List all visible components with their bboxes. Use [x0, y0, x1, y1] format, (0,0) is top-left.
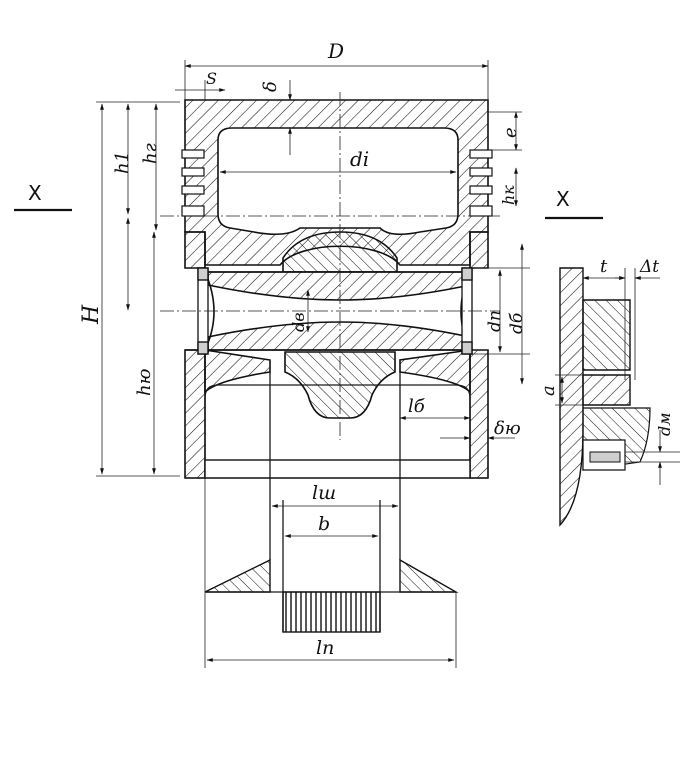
- label-e: e: [500, 127, 521, 138]
- section-x-marks: [14, 208, 603, 220]
- label-lp: lп: [316, 637, 334, 659]
- label-D: D: [327, 39, 344, 63]
- label-S: S: [206, 69, 217, 88]
- label-hg: hг: [140, 143, 161, 164]
- label-t: t: [600, 256, 608, 277]
- label-H: H: [79, 304, 104, 325]
- label-dt: Δt: [639, 257, 659, 277]
- label-di: di: [350, 147, 369, 171]
- piston-skirt: [184, 231, 489, 479]
- ring-grooves-right: [469, 149, 493, 217]
- label-hyu: hю: [134, 368, 155, 396]
- label-delta: δ: [260, 81, 281, 92]
- label-dv: dв: [289, 312, 308, 332]
- label-a: a: [538, 385, 559, 396]
- label-delta-yu: δю: [494, 418, 521, 439]
- section-label-right: X: [556, 187, 570, 211]
- dimensions: [96, 60, 530, 668]
- label-h1: h1: [112, 151, 133, 174]
- label-dm: dм: [655, 412, 674, 436]
- label-lb: lб: [408, 396, 426, 417]
- detail-view: [555, 267, 680, 527]
- label-dp: dп: [485, 310, 505, 332]
- rod-base: [204, 558, 459, 633]
- section-label-left: X: [28, 181, 42, 205]
- label-hk: hк: [499, 185, 518, 205]
- labels: D S δ e hк di h1 hг H hю dв dп dб lб δю …: [28, 39, 674, 659]
- label-db: dб: [507, 312, 527, 334]
- axis-lines: [160, 92, 500, 440]
- label-b: b: [318, 513, 330, 535]
- label-lsh: lш: [312, 482, 336, 504]
